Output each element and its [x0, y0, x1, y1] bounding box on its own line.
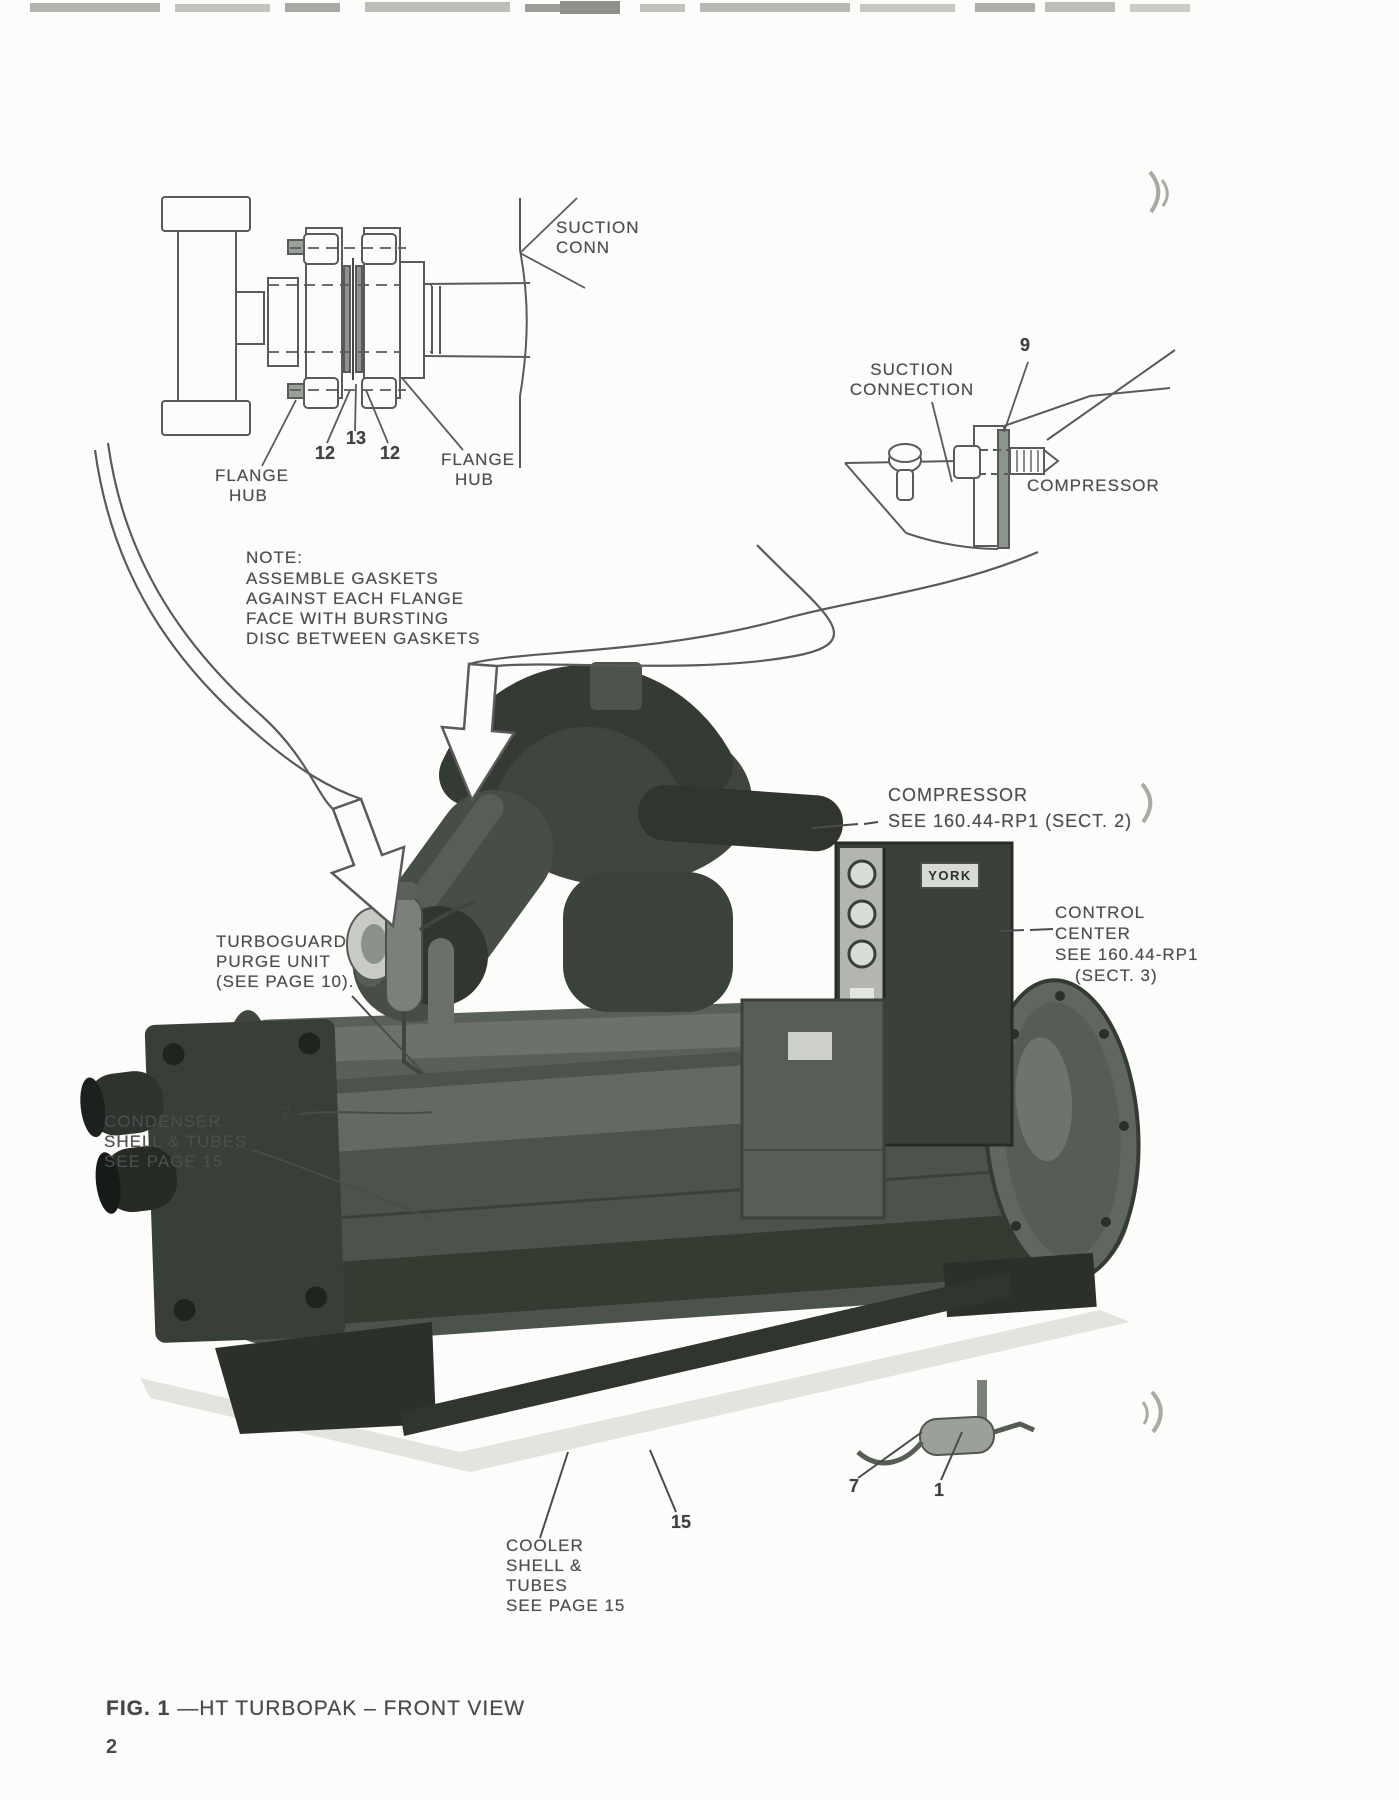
gasket: [343, 265, 351, 373]
water-nozzles: [80, 1071, 178, 1214]
base-feet: [215, 1252, 1097, 1436]
stud-tip: [1043, 447, 1060, 475]
bolt-head: [953, 445, 981, 479]
figure-title: —HT TURBOPAK – FRONT VIEW: [177, 1697, 526, 1720]
callout-9: 9: [1020, 335, 1031, 355]
motor: [563, 872, 733, 1012]
label-line: TURBOGUARD: [216, 932, 347, 951]
flange-inset-drawing: [161, 196, 586, 468]
label-line: PURGE UNIT: [216, 952, 331, 971]
label-flange-hub-right: FLANGE HUB: [441, 450, 515, 490]
gasket-strip: [997, 429, 1010, 549]
label-compressor: COMPRESSOR SEE 160.44-RP1 (SECT. 2): [888, 782, 1132, 834]
callout-15: 15: [671, 1512, 692, 1532]
label-line: COOLER: [506, 1536, 584, 1555]
label-line: CONNECTION: [849, 380, 975, 399]
label-line: FLANGE: [441, 450, 516, 469]
scan-artifact-top: [30, 1, 1190, 14]
note-line: AGAINST EACH FLANGE: [246, 589, 465, 608]
figure-number: FIG. 1: [106, 1697, 171, 1720]
label-turboguard: TURBOGUARD PURGE UNIT (SEE PAGE 10).: [216, 932, 354, 992]
label-line: (SECT. 3): [1075, 966, 1158, 985]
label-line: SEE 160.44-RP1 (SECT. 2): [888, 811, 1133, 831]
label-control-center: CONTROL CENTER SEE 160.44-RP1 (SECT. 3): [1055, 902, 1198, 986]
label-line: HUB: [455, 470, 494, 489]
note-line: FACE WITH BURSTING: [246, 609, 450, 628]
york-nameplate: YORK: [920, 862, 980, 889]
scan-artifact-margin: [1140, 170, 1169, 1434]
left-tube-sheet: [144, 1018, 346, 1343]
gauge: [847, 939, 877, 969]
label-line: SUCTION: [556, 218, 640, 237]
label-line: FLANGE: [215, 466, 290, 485]
starter-panel: [740, 998, 886, 1220]
label-cooler: COOLER SHELL & TUBES SEE PAGE 15: [506, 1536, 625, 1616]
callout-1: 1: [934, 1480, 945, 1500]
label-line: CENTER: [1055, 924, 1131, 943]
label-compressor-inset: COMPRESSOR: [1027, 476, 1160, 495]
label-line: COMPRESSOR: [888, 785, 1029, 805]
label-flange-hub-left: FLANGE HUB: [215, 466, 289, 506]
callout-arrow-left: [93, 442, 406, 929]
label-line: (SEE PAGE 10).: [216, 972, 355, 991]
label-suction-conn: SUCTION CONN: [556, 218, 640, 258]
label-line: SUCTION: [870, 360, 954, 379]
compressor-assembly: [346, 662, 844, 1023]
label-line: CONTROL: [1055, 903, 1146, 922]
gauge: [847, 899, 877, 929]
note-line: DISC BETWEEN GASKETS: [246, 629, 481, 648]
callout-arrow-right: [440, 544, 1039, 803]
callout-13: 13: [346, 428, 367, 448]
gasket: [355, 265, 363, 373]
callout-2: 2: [281, 1103, 292, 1123]
label-line: SEE PAGE 15: [506, 1596, 626, 1615]
callout-12-left: 12: [315, 443, 336, 463]
arrowhead: [329, 797, 406, 929]
arrowhead: [440, 662, 517, 803]
label-line: SHELL &: [506, 1556, 583, 1575]
bolt-stud: [287, 383, 305, 399]
label-line: SEE 160.44-RP1: [1055, 945, 1199, 964]
figure-caption: FIG. 1 —HT TURBOPAK – FRONT VIEW: [106, 1697, 525, 1721]
note-line: ASSEMBLE GASKETS: [246, 569, 439, 588]
note-title: NOTE:: [246, 548, 303, 567]
floor-shadow: [140, 1310, 1130, 1472]
label-line: SHELL & TUBES: [104, 1132, 248, 1151]
bolt-stud: [287, 239, 305, 255]
chiller-photo: [80, 662, 1141, 1472]
label-suction-connection: SUCTION CONNECTION: [848, 360, 976, 400]
label-condenser: CONDENSER SHELL & TUBES SEE PAGE 15: [104, 1112, 247, 1172]
suction-inset-drawing: [844, 349, 1176, 550]
label-line: CONDENSER: [104, 1112, 222, 1131]
relief-valve-assembly: [856, 1380, 1035, 1466]
page-number: 2: [106, 1736, 118, 1758]
label-line: CONN: [556, 238, 611, 257]
label-line: SEE PAGE 15: [104, 1152, 224, 1171]
assembly-note: NOTE: ASSEMBLE GASKETS AGAINST EACH FLAN…: [246, 548, 480, 649]
label-line: TUBES: [506, 1576, 568, 1595]
label-line: HUB: [229, 486, 268, 505]
leader-lines: [261, 197, 586, 467]
callout-12-right: 12: [380, 443, 401, 463]
figure-leader-lines: [251, 821, 1054, 1539]
gauge: [847, 859, 877, 889]
callout-7: 7: [849, 1476, 860, 1496]
